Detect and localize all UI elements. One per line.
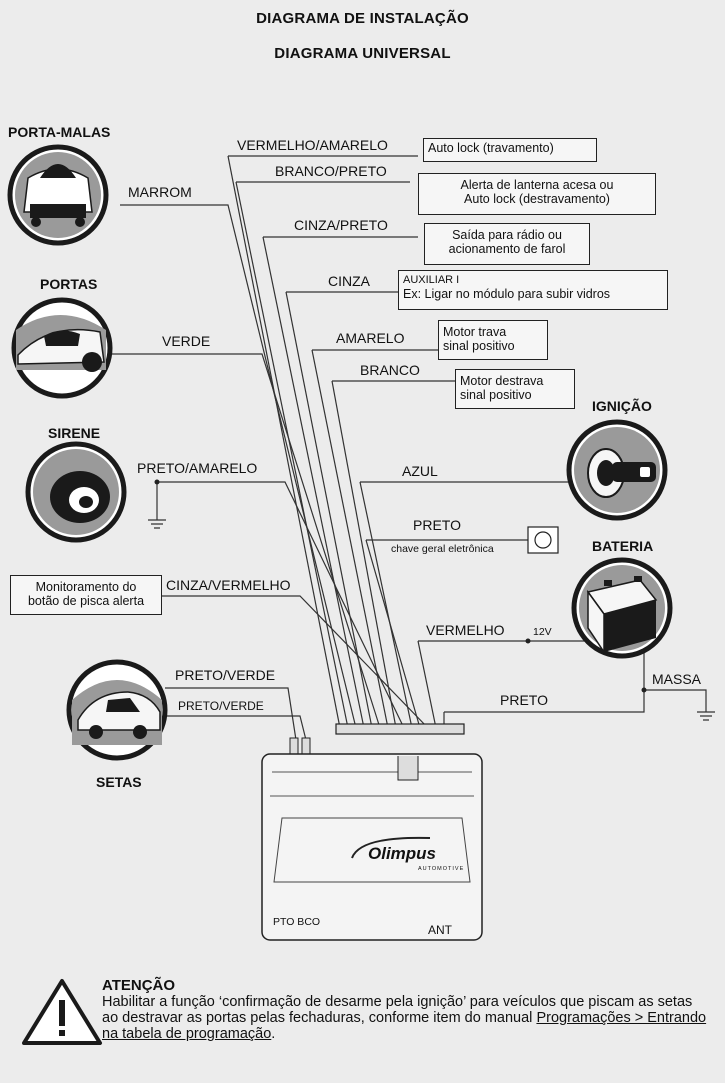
wire-label-vermelho: VERMELHO (426, 622, 505, 638)
label-ignicao: IGNIÇÃO (592, 398, 652, 414)
module-brand: Olimpus (368, 844, 437, 863)
wire-label-branco-preto: BRANCO/PRETO (275, 163, 387, 179)
manual-reference: Programações > Entrando na tabela de pro… (102, 1010, 707, 1042)
wire-branco (331, 380, 397, 729)
module-ant: ANT (428, 923, 452, 937)
wire-cinza-vermelho (162, 595, 429, 729)
wire-label-verde: VERDE (162, 333, 211, 349)
label-porta-malas: PORTA-MALAS (8, 124, 111, 140)
wire-label-azul: AZUL (402, 463, 438, 479)
wire-label-preto-verde-1: PRETO/VERDE (175, 667, 276, 683)
wire-verde (100, 353, 381, 729)
wire-label-massa: MASSA (652, 671, 702, 687)
wire-label-marrom: MARROM (128, 184, 192, 200)
wire-vermelho-amarelo (227, 155, 341, 729)
module-pto-bco: PTO BCO (273, 916, 321, 928)
note-alerta-lanterna: Alerta de lanterna acesa ou Auto lock (d… (418, 173, 656, 215)
wire-preto-chave (365, 539, 421, 729)
wire-label-preto-amarelo: PRETO/AMARELO (137, 460, 258, 476)
siren-icon (25, 441, 127, 543)
wire-azul (359, 481, 413, 729)
wire-label-cinza-preto: CINZA/PRETO (294, 217, 388, 233)
wire-label-cinza: CINZA (328, 273, 370, 289)
label-12v: 12V (533, 626, 552, 638)
wire-label-vermelho-amarelo: VERMELHO/AMARELO (237, 137, 388, 153)
wire-amarelo (311, 349, 389, 729)
trunk-icon (7, 144, 109, 246)
wire-marrom (120, 204, 357, 729)
wire-label-cinza-vermelho: CINZA/VERMELHO (166, 577, 291, 593)
ignition-icon (566, 419, 668, 521)
wire-label-branco: BRANCO (360, 362, 420, 378)
label-chave-geral: chave geral eletrônica (391, 543, 494, 555)
label-sirene: SIRENE (48, 425, 101, 441)
wire-label-preto-chave: PRETO (413, 517, 461, 533)
note-auxiliar: AUXILIAR I Ex: Ligar no módulo para subi… (398, 270, 668, 310)
warning-title: ATENÇÃO (102, 977, 176, 994)
note-pisca-alerta: Monitoramento do botão de pisca alerta (10, 575, 162, 615)
label-portas: PORTAS (40, 276, 98, 292)
warning-icon (22, 979, 102, 1045)
harness-connector (335, 723, 465, 735)
battery-icon (571, 557, 673, 659)
wire-vermelho (417, 640, 437, 729)
note-saida-radio: Saída para rádio ou acionamento de farol (424, 223, 590, 265)
label-bateria: BATERIA (592, 538, 654, 554)
alarm-module (261, 753, 483, 941)
warning-text: Habilitar a função ‘confirmação de desar… (102, 994, 707, 1042)
note-motor-trava: Motor trava sinal positivo (438, 320, 548, 360)
wire-preto-amarelo (157, 481, 405, 729)
wire-label-preto-verde-2: PRETO/VERDE (178, 699, 264, 713)
module-brand-sub: AUTOMOTIVE (418, 866, 465, 872)
page-subtitle: DIAGRAMA UNIVERSAL (274, 45, 451, 62)
car-signal-icon (66, 659, 168, 761)
door-icon (11, 297, 113, 399)
wire-label-preto-massa: PRETO (500, 692, 548, 708)
page-title: DIAGRAMA DE INSTALAÇÃO (256, 10, 469, 27)
note-motor-destrava: Motor destrava sinal positivo (455, 369, 575, 409)
note-auto-lock: Auto lock (travamento) (423, 138, 597, 162)
wire-label-amarelo: AMARELO (336, 330, 405, 346)
label-setas: SETAS (96, 774, 142, 790)
wire-branco-preto (235, 181, 349, 729)
wire-cinza-preto (262, 236, 365, 729)
